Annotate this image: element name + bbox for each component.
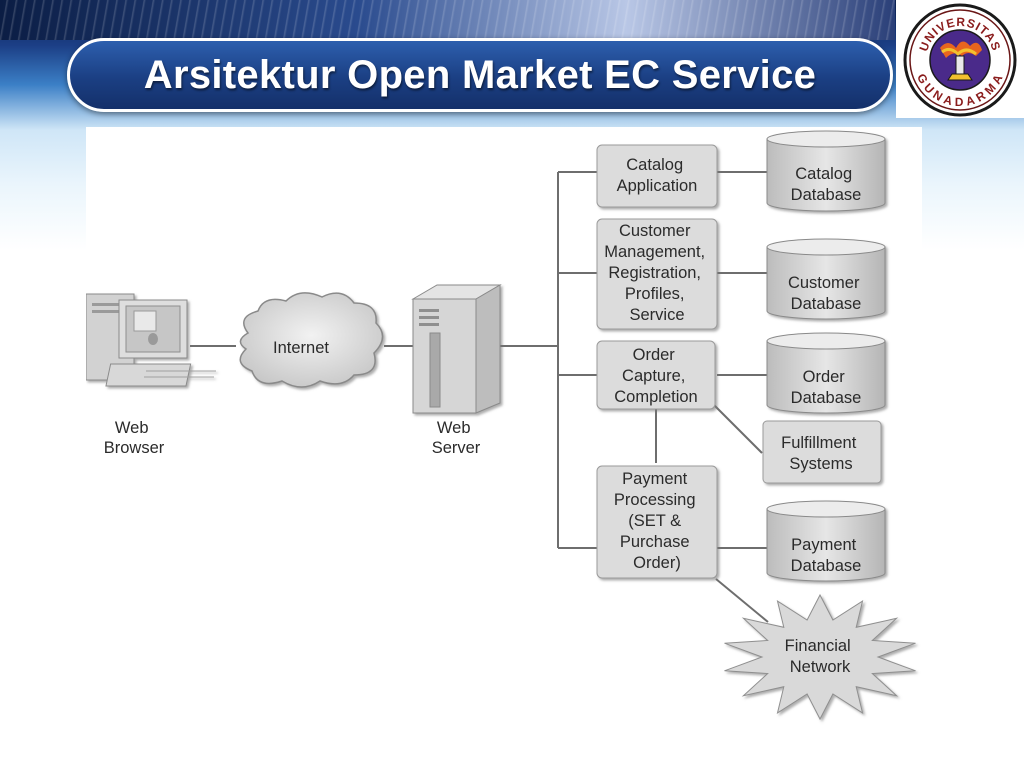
order-capture-line-3: Completion bbox=[614, 388, 697, 406]
label-web-browser-line-2: Browser bbox=[104, 439, 165, 457]
fulfillment-systems-box: Fulfillment Systems bbox=[762, 420, 882, 484]
svg-text:Catalog Application: Catalog Application bbox=[617, 156, 698, 195]
customer-management-line-5: Service bbox=[629, 306, 684, 324]
payment-database-line-1: Payment bbox=[791, 536, 857, 554]
customer-management-line-2: Management, bbox=[604, 243, 705, 261]
svg-text:Payment Database: Payment Database bbox=[791, 536, 862, 575]
payment-processing-line-2: Processing bbox=[614, 491, 696, 509]
payment-database-cylinder: Payment Database bbox=[766, 500, 886, 582]
svg-text:Financial Network: Financial Network bbox=[785, 637, 856, 676]
order-capture-line-1: Order bbox=[633, 346, 676, 364]
catalog-database-line-2: Database bbox=[791, 186, 862, 204]
payment-processing-line-5: Order) bbox=[633, 554, 681, 572]
payment-processing-line-3: (SET & bbox=[628, 512, 681, 530]
label-internet-line-1: Internet bbox=[273, 339, 329, 357]
label-internet: Internet bbox=[273, 339, 329, 357]
payment-processing-box: Payment Processing (SET & Purchase Order… bbox=[596, 465, 718, 579]
svg-text:Order Capture,: Order Capture, Completion bbox=[614, 346, 697, 406]
university-logo: UNIVERSITAS GUNADARMA bbox=[896, 0, 1024, 118]
label-web-browser: Web Browser bbox=[104, 419, 165, 457]
financial-network-line-1: Financial bbox=[785, 637, 851, 655]
connector-lines bbox=[190, 171, 769, 623]
catalog-application-box: Catalog Application bbox=[596, 144, 718, 208]
customer-database-line-1: Customer bbox=[788, 274, 860, 292]
label-web-server-line-2: Server bbox=[432, 439, 481, 457]
customer-management-box: Customer Management, Registration, Profi… bbox=[596, 218, 718, 330]
payment-processing-line-1: Payment bbox=[622, 470, 688, 488]
svg-text:Fulfillment Systems: Fulfillment Systems bbox=[781, 434, 861, 473]
catalog-database-line-1: Catalog bbox=[795, 165, 852, 183]
catalog-database-cylinder: Catalog Database bbox=[766, 130, 886, 212]
order-database-line-1: Order bbox=[803, 368, 846, 386]
label-web-browser-line-1: Web bbox=[115, 419, 149, 437]
internet-cloud-icon bbox=[239, 292, 384, 388]
header-decoration bbox=[0, 0, 895, 40]
svg-text:Order Database: Order Database bbox=[791, 368, 862, 407]
architecture-diagram-panel: Web Browser Internet Web Server bbox=[86, 127, 922, 727]
payment-database-line-2: Database bbox=[791, 557, 862, 575]
order-capture-box: Order Capture, Completion bbox=[596, 340, 716, 410]
web-server-tower-icon bbox=[411, 284, 502, 414]
customer-management-line-3: Registration, bbox=[608, 264, 701, 282]
page-title: Arsitektur Open Market EC Service bbox=[143, 53, 817, 97]
order-database-line-2: Database bbox=[791, 389, 862, 407]
financial-network-starburst: Financial Network bbox=[724, 593, 916, 721]
fulfillment-systems-line-2: Systems bbox=[789, 455, 852, 473]
customer-database-cylinder: Customer Database bbox=[766, 238, 886, 320]
svg-text:Customer Database: Customer Database bbox=[788, 274, 864, 313]
customer-database-line-2: Database bbox=[791, 295, 862, 313]
architecture-diagram: Web Browser Internet Web Server bbox=[86, 130, 916, 721]
fulfillment-systems-line-1: Fulfillment bbox=[781, 434, 857, 452]
university-seal-icon: UNIVERSITAS GUNADARMA bbox=[903, 3, 1017, 117]
svg-text:Payment Processing: Payment Processing (SET & Purchase Order… bbox=[614, 470, 700, 572]
title-banner bbox=[67, 38, 893, 112]
customer-management-line-1: Customer bbox=[619, 222, 691, 240]
payment-processing-line-4: Purchase bbox=[620, 533, 690, 551]
label-web-server-line-1: Web bbox=[437, 419, 471, 437]
order-capture-line-2: Capture, bbox=[622, 367, 685, 385]
label-web-server: Web Server bbox=[432, 419, 481, 457]
web-browser-computer-icon bbox=[86, 293, 216, 387]
financial-network-line-2: Network bbox=[790, 658, 851, 676]
catalog-application-line-2: Application bbox=[617, 177, 698, 195]
catalog-application-line-1: Catalog bbox=[626, 156, 683, 174]
customer-management-line-4: Profiles, bbox=[625, 285, 685, 303]
order-database-cylinder: Order Database bbox=[766, 332, 886, 414]
svg-text:Customer Management,: Customer Management, Registration, Profi… bbox=[604, 222, 710, 324]
svg-text:Catalog Database: Catalog Database bbox=[791, 165, 862, 204]
